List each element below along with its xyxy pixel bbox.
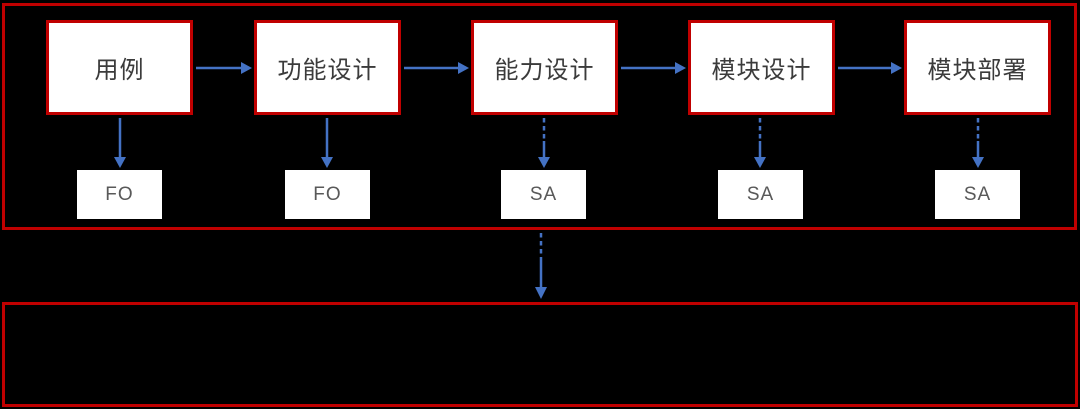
tag-box-sa-capability-design: SA [501,170,586,219]
stage-label-capability-design: 能力设计 [494,57,595,84]
stage-box-capability-design: 能力设计 [471,20,618,115]
tag-label-sa-1: SA [529,183,558,205]
stage-label-module-design: 模块设计 [711,57,812,84]
stage-label-use-case: 用例 [94,57,145,84]
bottom-panel [2,302,1078,407]
stage-label-function-design: 功能设计 [277,57,378,84]
stage-box-module-design: 模块设计 [688,20,835,115]
tag-box-fo-function-design: FO [285,170,370,219]
stage-box-function-design: 功能设计 [254,20,401,115]
tag-box-sa-module-deployment: SA [935,170,1020,219]
tag-label-sa-2: SA [746,183,775,205]
tag-label-fo-2: FO [313,183,342,205]
stage-label-module-deployment: 模块部署 [927,57,1028,84]
tag-label-fo-1: FO [105,183,134,205]
stage-box-use-case: 用例 [46,20,193,115]
tag-box-sa-module-design: SA [718,170,803,219]
tag-label-sa-3: SA [963,183,992,205]
stage-box-module-deployment: 模块部署 [904,20,1051,115]
tag-box-fo-use-case: FO [77,170,162,219]
pipeline-container [2,3,1077,230]
arrow-pipeline-to-bottom-panel [535,233,547,299]
